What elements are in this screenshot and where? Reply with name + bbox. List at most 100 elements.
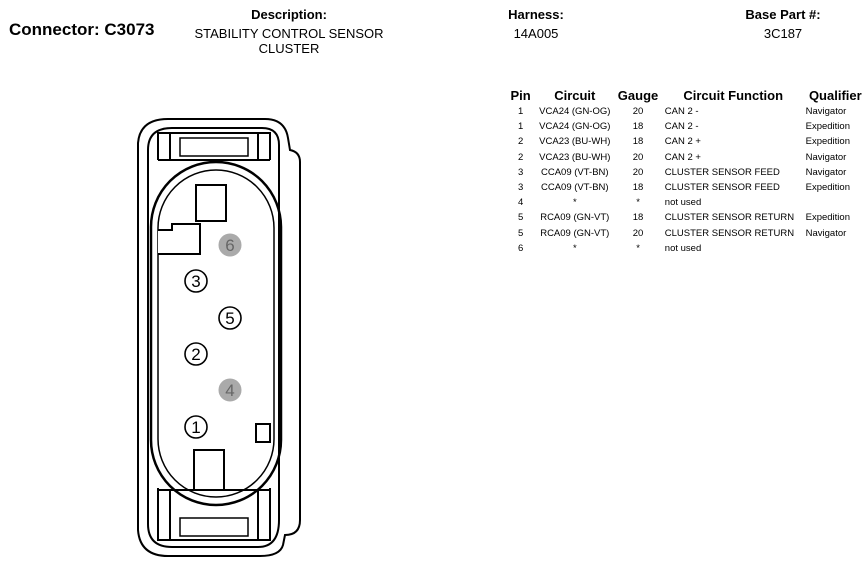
header-qualifier: Qualifier (808, 87, 862, 103)
cell-gauge: 18 (632, 212, 644, 224)
cell-circuit-function: CAN 2 - (664, 106, 699, 118)
connector-housing-inner-outline (147, 127, 280, 548)
cell-qualifier (806, 241, 865, 256)
pin-cavity-6: 6 (218, 233, 242, 257)
pin-circle (184, 342, 208, 366)
header-circuit-function: Circuit Function (683, 87, 784, 103)
harness-label: Harness: (508, 7, 564, 22)
table-row: 5 RCA09 (GN-VT) 18 CLUSTER SENSOR RETURN… (507, 210, 865, 225)
table-row: 5 RCA09 (GN-VT) 20 CLUSTER SENSOR RETURN… (507, 226, 865, 241)
table-row: 2 VCA23 (BU-WH) 18 CAN 2 + Expedition (507, 134, 865, 149)
pin-number-label: 5 (225, 309, 234, 328)
cell-pin: 5 (517, 227, 524, 239)
pinout-table-header: Pin Circuit Gauge Circuit Function Quali… (507, 86, 865, 104)
cell-circuit-function: not used (664, 242, 702, 254)
base-part-label: Base Part #: (745, 7, 821, 22)
cell-qualifier: Expedition (805, 182, 850, 194)
pin-number-label: 3 (191, 272, 200, 291)
right-key (255, 423, 271, 443)
cell-circuit: VCA23 (BU-WH) (539, 136, 611, 148)
connector-face-outer-oval (149, 160, 283, 507)
cell-circuit: RCA09 (GN-VT) (540, 212, 610, 224)
bottom-key (193, 449, 225, 491)
cell-circuit: CCA09 (VT-BN) (541, 166, 609, 178)
pin-number-label: 1 (191, 418, 200, 437)
cell-circuit: * (572, 197, 577, 209)
cell-circuit: VCA24 (GN-OG) (539, 106, 611, 118)
pin-circle (184, 269, 208, 293)
pinout-table: Pin Circuit Gauge Circuit Function Quali… (507, 86, 865, 256)
pin-cavity-3: 3 (184, 269, 208, 293)
header-circuit: Circuit (554, 87, 596, 103)
cell-circuit-function: CLUSTER SENSOR FEED (664, 166, 780, 178)
cell-circuit-function: not used (664, 197, 702, 209)
pin-cavity-5: 5 (218, 306, 242, 330)
cell-qualifier: Navigator (805, 166, 847, 178)
cell-pin: 6 (517, 242, 524, 254)
cell-pin: 3 (517, 182, 524, 194)
pin-circle (184, 415, 208, 439)
cell-qualifier: Expedition (805, 121, 850, 133)
description-label: Description: (251, 7, 327, 22)
table-row: 1 VCA24 (GN-OG) 20 CAN 2 - Navigator (507, 104, 865, 119)
top-latch-inner (179, 137, 249, 157)
cell-qualifier: Navigator (805, 106, 847, 118)
cell-qualifier: Navigator (805, 227, 847, 239)
left-key (158, 223, 201, 255)
cell-gauge: 20 (632, 166, 644, 178)
cell-gauge: 18 (632, 136, 644, 148)
cell-circuit: VCA23 (BU-WH) (539, 151, 611, 163)
cell-qualifier: Expedition (805, 136, 850, 148)
cell-qualifier (806, 195, 865, 210)
base-part-value: 3C187 (763, 26, 803, 41)
cell-circuit: VCA24 (GN-OG) (539, 121, 611, 133)
cell-circuit-function: CLUSTER SENSOR FEED (664, 182, 780, 194)
cell-gauge: 18 (632, 121, 644, 133)
top-key (195, 184, 227, 222)
header-pin: Pin (510, 87, 531, 103)
cell-pin: 4 (517, 197, 524, 209)
cell-pin: 2 (517, 151, 524, 163)
cell-gauge: 20 (632, 227, 644, 239)
cell-circuit-function: CLUSTER SENSOR RETURN (664, 227, 795, 239)
table-row: 2 VCA23 (BU-WH) 20 CAN 2 + Navigator (507, 150, 865, 165)
pin-circle (218, 233, 242, 257)
pin-number-label: 6 (225, 236, 234, 255)
cell-pin: 1 (517, 106, 524, 118)
table-row: 3 CCA09 (VT-BN) 20 CLUSTER SENSOR FEED N… (507, 165, 865, 180)
cell-pin: 3 (517, 166, 524, 178)
harness-value: 14A005 (513, 26, 559, 41)
cell-gauge: 20 (632, 106, 644, 118)
table-row: 1 VCA24 (GN-OG) 18 CAN 2 - Expedition (507, 119, 865, 134)
connector-title: Connector: C3073 (9, 20, 155, 39)
cell-circuit: RCA09 (GN-VT) (540, 227, 610, 239)
description-value: STABILITY CONTROL SENSOR CLUSTER (194, 26, 384, 56)
pin-cavity-1: 1 (184, 415, 208, 439)
bottom-latch-inner (179, 517, 249, 537)
table-row: 4 * * not used (507, 195, 865, 210)
table-row: 3 CCA09 (VT-BN) 18 CLUSTER SENSOR FEED E… (507, 180, 865, 195)
cell-circuit-function: CAN 2 + (664, 136, 701, 148)
pin-number-label: 2 (191, 345, 200, 364)
cell-circuit: CCA09 (VT-BN) (541, 182, 609, 194)
cell-circuit-function: CLUSTER SENSOR RETURN (664, 212, 795, 224)
pin-circle (218, 378, 242, 402)
top-latch (157, 132, 271, 161)
cell-circuit-function: CAN 2 + (664, 151, 701, 163)
cell-circuit: * (572, 242, 577, 254)
pin-circle (218, 306, 242, 330)
cell-circuit-function: CAN 2 - (664, 121, 699, 133)
cell-pin: 5 (517, 212, 524, 224)
cell-gauge: 20 (632, 151, 644, 163)
cell-gauge: 18 (632, 182, 644, 194)
cell-gauge: * (636, 242, 640, 254)
cell-qualifier: Expedition (805, 212, 850, 224)
cell-gauge: * (636, 197, 640, 209)
pin-cavity-4: 4 (218, 378, 242, 402)
bottom-latch (157, 488, 271, 541)
connector-housing-outline (137, 118, 301, 557)
cell-pin: 1 (517, 121, 524, 133)
header-gauge: Gauge (617, 87, 659, 103)
connector-face-diagram: 6 3 5 241 (137, 118, 301, 557)
connector-face-inner-oval (157, 169, 275, 498)
